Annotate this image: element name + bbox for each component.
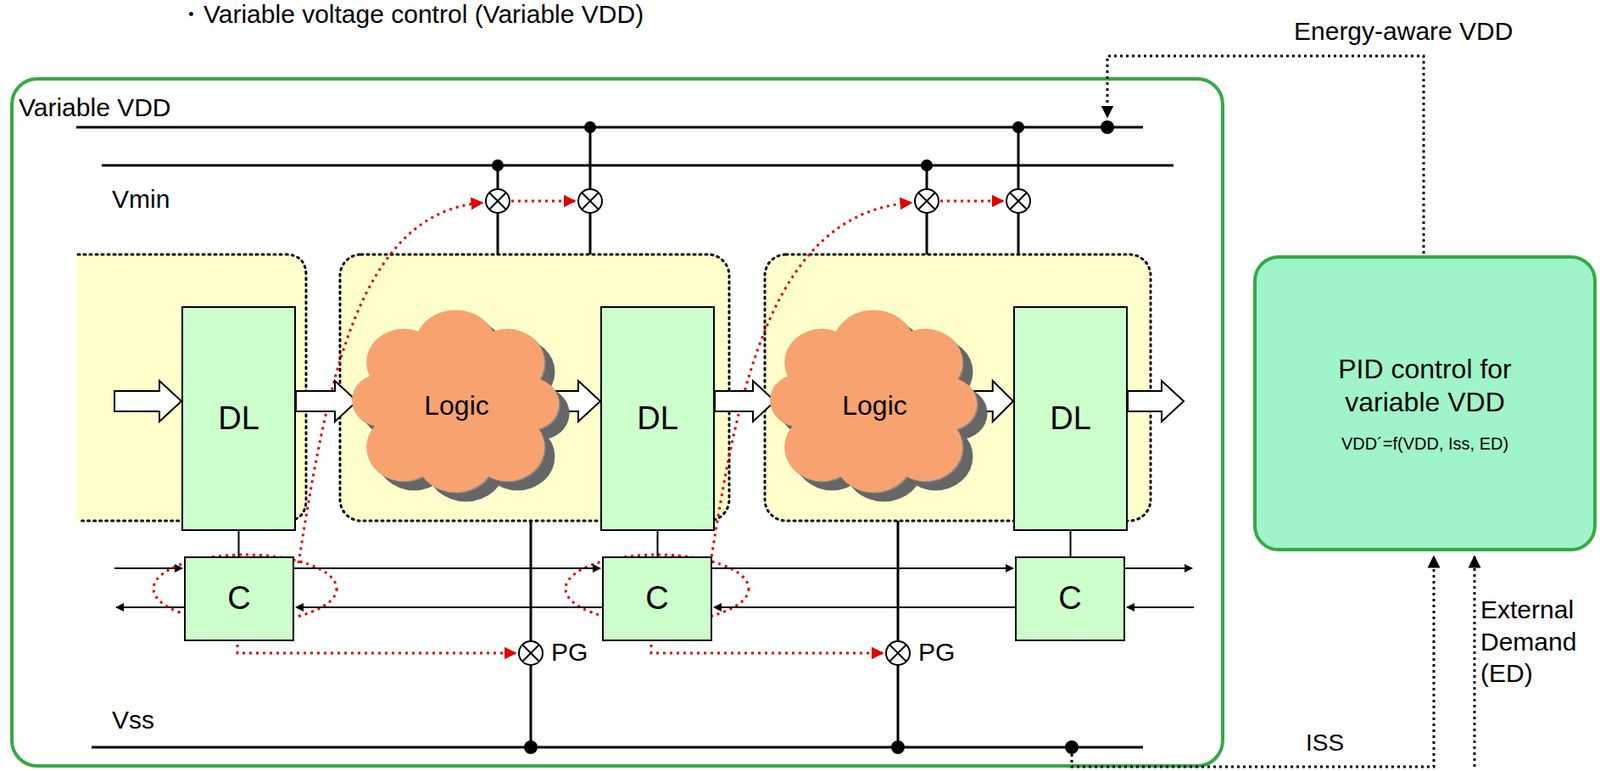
- rail-name: Variable VDD: [18, 93, 172, 123]
- controller-box: C: [183, 556, 295, 642]
- node-title: Logic: [841, 389, 918, 422]
- latch-wire: [657, 530, 659, 557]
- latch-wire: [238, 530, 240, 557]
- signal-name: ISS: [1305, 729, 1344, 757]
- node-title: PID control for variable VDD: [1298, 352, 1553, 419]
- switch-symbol: [485, 189, 1031, 665]
- signal-name: Energy-aware VDD: [1293, 16, 1513, 47]
- rail-name: Vmin: [111, 184, 170, 215]
- signal-name: External Demand (ED): [1480, 593, 1595, 690]
- node-title: DL: [217, 399, 260, 439]
- logic-cloud: Logic: [769, 306, 990, 506]
- node-title: C: [645, 579, 669, 619]
- control-signal: [153, 200, 1004, 653]
- node-title: DL: [1049, 399, 1092, 439]
- data-latch: DL: [600, 306, 715, 531]
- handshake-wire: [713, 606, 1015, 608]
- node-title: Logic: [423, 389, 500, 422]
- node-formula: VDD´=f(VDD, Iss, ED): [1341, 433, 1509, 454]
- data-latch: DL: [181, 306, 296, 531]
- node-title: DL: [636, 399, 679, 439]
- switch-name: PG: [551, 637, 588, 668]
- handshake-wire: [295, 606, 603, 608]
- handshake-wire: [712, 567, 1014, 569]
- controller-box: C: [1014, 556, 1126, 642]
- data-latch: DL: [1013, 306, 1128, 531]
- chip-outline: [11, 78, 1223, 766]
- latch-wire: [1070, 530, 1072, 557]
- logic-cloud: Logic: [351, 306, 572, 506]
- data-arrow: [714, 380, 775, 422]
- node-title: C: [227, 579, 251, 619]
- controller-box: C: [602, 556, 713, 642]
- pid-controller: PID control for variable VDD VDD´=f(VDD, …: [1253, 255, 1597, 552]
- bullet-text: ・Variable voltage control (Variable VDD): [178, 0, 644, 30]
- power-rail: [76, 127, 1174, 748]
- node-title: C: [1058, 579, 1082, 619]
- rail-name: Vss: [111, 705, 155, 736]
- handshake-wire: [294, 567, 601, 569]
- switch-wire: [497, 127, 1019, 748]
- switch-name: PG: [918, 637, 955, 668]
- data-arrow: [295, 380, 357, 422]
